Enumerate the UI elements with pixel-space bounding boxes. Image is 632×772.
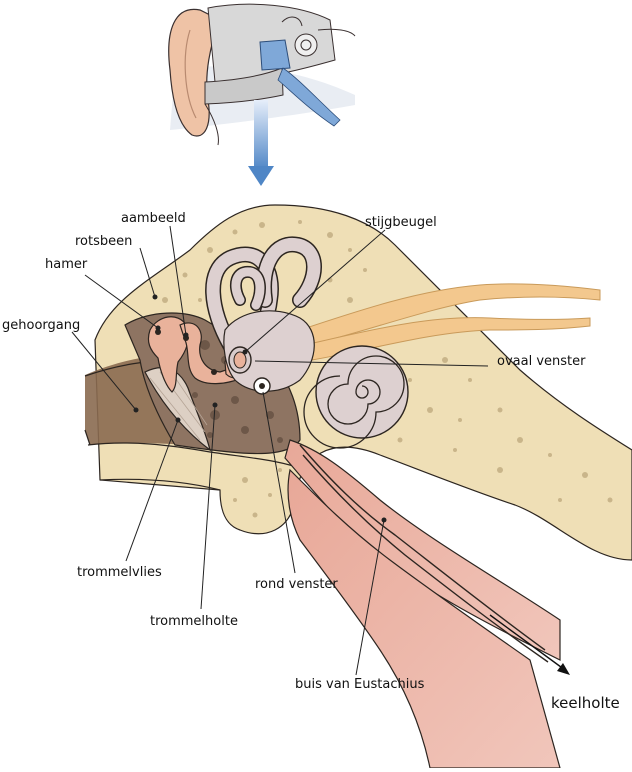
arrow-down-icon xyxy=(248,100,274,186)
nerve-bundle xyxy=(299,283,601,361)
leader-dots xyxy=(133,294,387,523)
label-rotsbeen: rotsbeen xyxy=(75,234,133,249)
label-trommelholte: trommelholte xyxy=(150,614,238,629)
label-rond-venster: rond venster xyxy=(255,577,338,592)
label-hamer: hamer xyxy=(45,257,88,272)
label-trommelvlies: trommelvlies xyxy=(77,565,162,580)
label-buis-van-eustachius: buis van Eustachius xyxy=(295,677,425,692)
oval-window xyxy=(228,346,252,374)
label-keelholte: keelholte xyxy=(551,694,620,712)
eustachian-tube xyxy=(284,439,561,769)
label-aambeeld: aambeeld xyxy=(121,211,186,226)
ear-overview-icon xyxy=(168,3,356,146)
arrow-to-throat-icon xyxy=(489,614,570,675)
label-ovaal-venster: ovaal venster xyxy=(497,354,586,369)
leader-lines xyxy=(71,225,489,676)
cochlea xyxy=(303,345,409,449)
round-window xyxy=(253,377,271,395)
label-gehoorgang: gehoorgang xyxy=(2,318,81,333)
label-stijgbeugel: stijgbeugel xyxy=(365,215,437,230)
